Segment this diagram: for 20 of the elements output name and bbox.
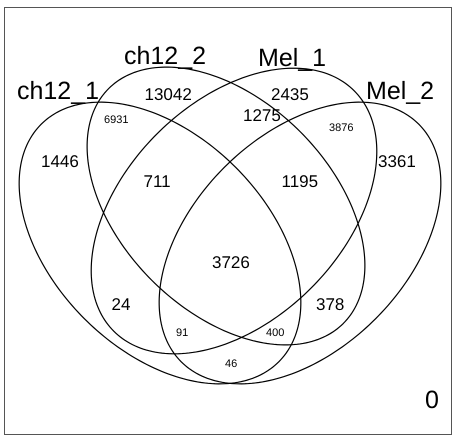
count-label: 711 [144,172,171,190]
count-label: 24 [112,296,130,312]
count-label: 3726 [212,254,250,270]
set-label: ch12_2 [124,44,206,69]
set-label: Mel_1 [258,46,326,71]
count-label: 378 [316,296,344,312]
count-label: 6931 [104,114,128,126]
count-label: 1275 [243,106,281,124]
count-label: 2435 [271,86,309,102]
set-label: ch12_1 [17,79,100,104]
count-label: 0 [425,388,439,412]
count-label: 3876 [329,122,354,134]
count-label: 400 [266,328,284,338]
count-label: 3361 [378,152,416,170]
count-label: 13042 [144,86,192,102]
count-label: 1446 [41,152,79,170]
count-label: 46 [225,358,238,370]
set-label: Mel_2 [366,79,434,104]
count-label: 1195 [282,172,318,190]
count-label: 91 [176,328,188,338]
